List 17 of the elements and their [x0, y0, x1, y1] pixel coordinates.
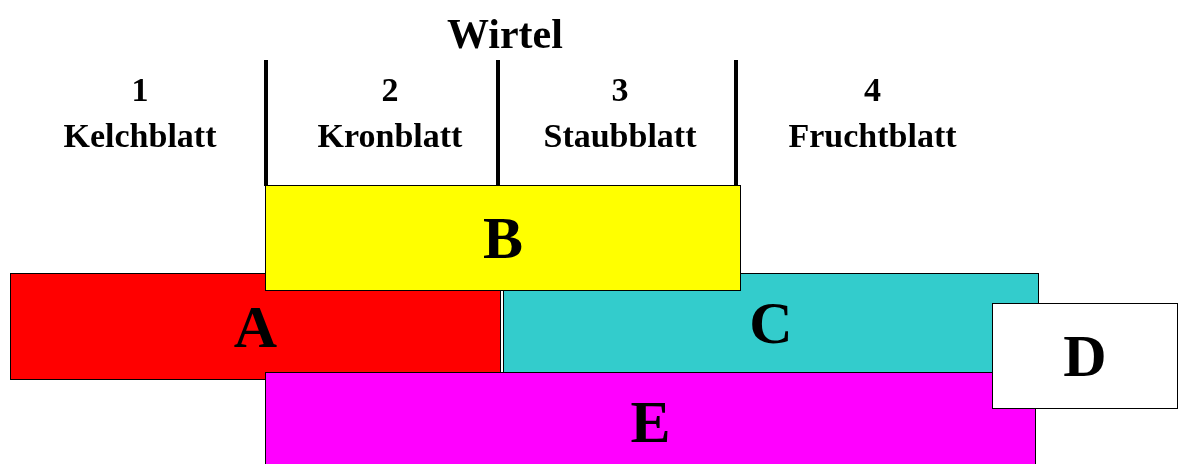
column-number: 4 — [863, 70, 882, 110]
class-letter: D — [1063, 326, 1107, 386]
gene-class-box — [265, 185, 741, 291]
column-number: 2 — [380, 70, 400, 110]
column-label: Fruchtblatt — [787, 116, 958, 156]
class-letter: C — [749, 293, 793, 353]
gene-class-box — [265, 372, 1036, 464]
class-letter: E — [630, 392, 671, 452]
column-number: 1 — [130, 70, 150, 110]
column-label: Kronblatt — [316, 116, 464, 156]
column-number: 3 — [610, 70, 630, 110]
class-letter: A — [233, 296, 278, 357]
column-label: Staubblatt — [542, 116, 698, 156]
column-label: Kelchblatt — [62, 116, 218, 156]
gene-class-box — [992, 303, 1178, 409]
diagram-title: Wirtel — [446, 10, 564, 59]
class-letter: B — [483, 208, 523, 268]
